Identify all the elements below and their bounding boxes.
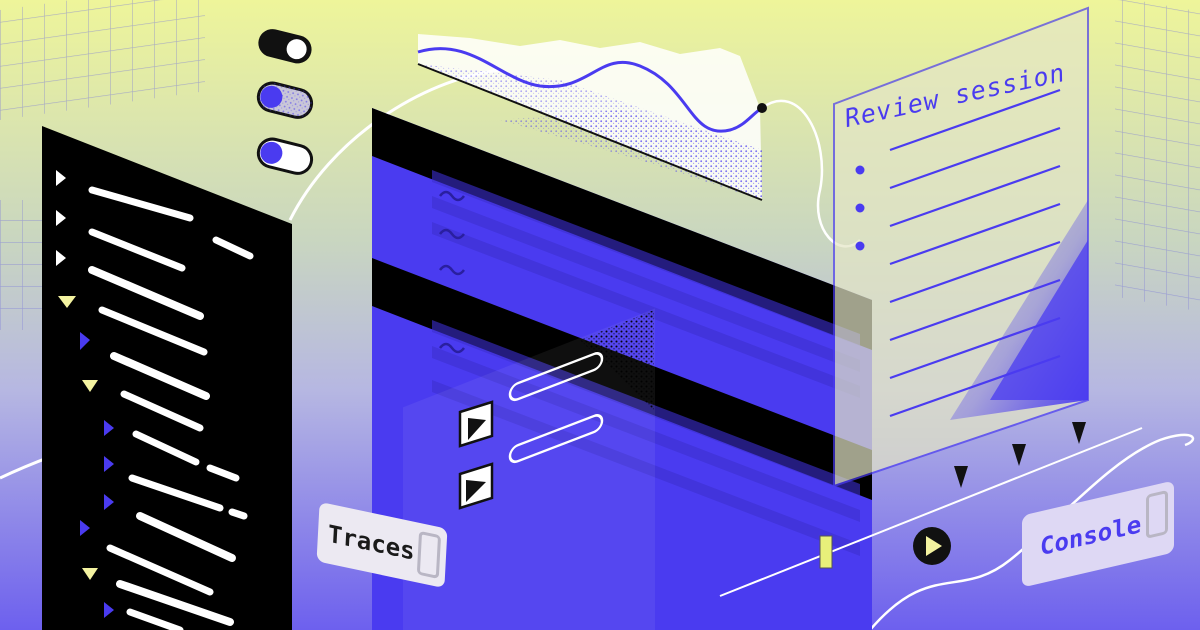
trace-row-line xyxy=(88,228,254,272)
trace-chevron-icon[interactable] xyxy=(56,170,66,186)
play-icon[interactable] xyxy=(913,527,951,565)
trace-chevron-icon[interactable] xyxy=(80,520,90,536)
grid-pattern-top-right xyxy=(1115,0,1200,312)
document-bullet-lines xyxy=(889,88,1061,418)
trace-list-rows xyxy=(88,186,254,630)
console-tab-label: Console xyxy=(1040,510,1142,562)
timeline-scrubber-handle[interactable] xyxy=(819,535,833,569)
trace-row-line xyxy=(116,580,234,626)
trace-row-line xyxy=(98,306,208,356)
trace-chevron-icon[interactable] xyxy=(82,380,98,392)
trace-row-line xyxy=(110,352,210,400)
trace-row-line xyxy=(106,544,214,596)
trace-row-line xyxy=(88,186,194,222)
trace-chevron-icon[interactable] xyxy=(56,210,66,226)
console-tab-slot xyxy=(1146,489,1168,539)
timeline-marker-icon[interactable] xyxy=(954,466,968,488)
timeline-marker-icon[interactable] xyxy=(1072,422,1086,444)
timeline xyxy=(719,422,1143,597)
trace-chevron-icon[interactable] xyxy=(104,420,114,436)
play-icon[interactable] xyxy=(458,400,494,448)
trace-chevron-icon[interactable] xyxy=(58,296,76,308)
trace-row-line xyxy=(128,474,248,520)
overlay-bar-input[interactable] xyxy=(508,351,604,402)
toggle-group xyxy=(255,26,314,176)
trace-row-line xyxy=(136,512,236,562)
trace-row-line xyxy=(88,266,204,320)
timeline-marker-icon[interactable] xyxy=(1012,444,1026,466)
trace-row-line xyxy=(132,430,240,482)
trace-chevron-icon[interactable] xyxy=(104,456,114,472)
toggle-switch-icon[interactable] xyxy=(255,26,314,66)
toggle-switch-icon[interactable] xyxy=(255,80,314,120)
trace-chevron-icon[interactable] xyxy=(80,332,90,350)
trace-chevron-icon[interactable] xyxy=(104,494,114,510)
table-squiggles xyxy=(439,190,465,354)
trace-row-line xyxy=(126,608,184,630)
review-session-document xyxy=(833,6,1089,488)
grid-pattern-left-middle xyxy=(0,200,42,330)
line-chart-icon xyxy=(417,34,767,201)
grid-pattern-top-left xyxy=(0,0,205,120)
trace-chevron-icon[interactable] xyxy=(56,250,66,266)
table-row-stripes xyxy=(432,170,860,556)
document-bullets xyxy=(855,165,865,251)
play-icon[interactable] xyxy=(458,462,494,510)
trace-chevron-icon[interactable] xyxy=(104,602,114,618)
traces-tab-slot xyxy=(416,530,442,579)
trace-row-line xyxy=(120,390,204,432)
trace-list-panel xyxy=(42,126,292,630)
traces-tab-label: Traces xyxy=(327,519,416,566)
toggle-switch-icon[interactable] xyxy=(255,136,314,176)
trace-chevron-icon[interactable] xyxy=(82,568,98,580)
overlay-bar-input[interactable] xyxy=(508,413,604,464)
trace-chevron-icons xyxy=(56,170,114,618)
overlay-window xyxy=(403,308,655,630)
